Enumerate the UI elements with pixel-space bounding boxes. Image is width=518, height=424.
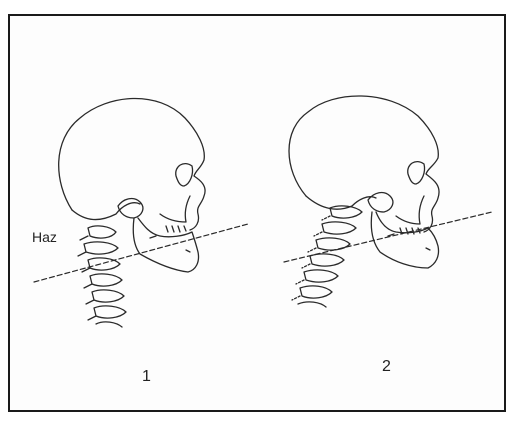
- beam-label: Haz: [32, 229, 57, 245]
- beam-line-1: [34, 224, 248, 282]
- cervical-spine-1: [84, 226, 126, 327]
- skull-base-2: [306, 196, 376, 209]
- skull-panel-1: [34, 98, 248, 327]
- panel-2-number: 2: [382, 358, 391, 376]
- cranium-outline-2: [289, 96, 439, 232]
- teeth-1: [166, 226, 186, 232]
- spinous-processes-1: [78, 236, 96, 320]
- mandible-notch-1: [150, 236, 190, 252]
- orbit-2: [408, 162, 425, 184]
- zygoma-2: [368, 193, 393, 212]
- panel-1-number: 1: [142, 368, 151, 386]
- orbit-1: [176, 164, 193, 186]
- mandible-notch-2: [388, 234, 430, 250]
- maxilla-2: [396, 196, 424, 224]
- skull-panel-2: [284, 96, 492, 307]
- maxilla-1: [160, 196, 190, 222]
- beam-line-2: [284, 212, 492, 262]
